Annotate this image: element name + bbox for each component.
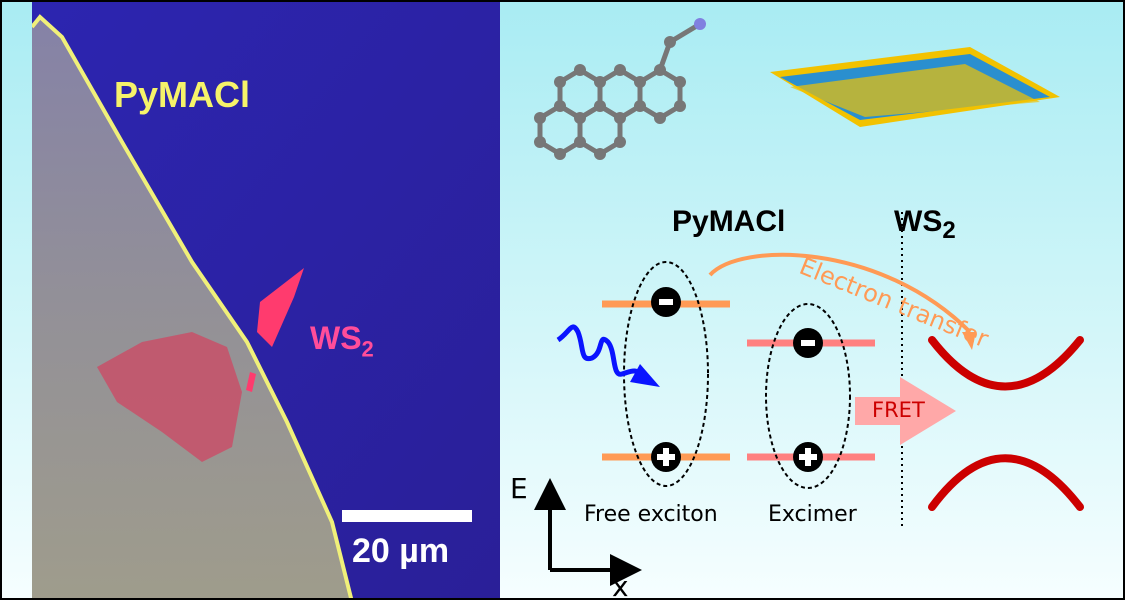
ws2-conduction-band [928,336,1084,391]
hole-icon [793,442,823,472]
pymacl-title: PyMACl [672,205,786,238]
energy-diagram: PyMACl WS2 Electron transfer FRET Free e… [500,2,1123,600]
electron-icon [651,287,681,317]
ws2-label-sub: 2 [361,336,374,362]
photon-arrowhead [630,364,660,387]
free-exciton-label: Free exciton [584,502,718,527]
ws2-title-sub: 2 [942,217,956,244]
electron-icon [793,328,823,358]
ws2-title: WS2 [894,205,956,245]
ws2-flake [257,268,304,347]
electron-transfer-arrow [708,252,972,334]
pymacl-crystal [32,17,351,598]
ws2-region [97,332,242,462]
ws2-valence-band [928,454,1084,511]
fret-arrow [855,377,956,445]
pymacl-molecule [537,21,702,157]
hole-icon [651,442,681,472]
molecule-atoms [534,18,706,160]
crystal-edge [30,14,354,598]
pymacl-label: PyMACl [114,74,251,115]
scale-bar-label: 20 µm [352,532,450,570]
photon-wavy-arrow-icon [556,324,647,379]
ws2-label-text: WS [310,320,362,356]
fret-label: FRET [872,398,925,422]
excimer-ellipse [765,303,851,489]
micrograph-image [30,2,500,598]
energy-axis-label: E [510,472,528,505]
optical-micrograph: PyMACl WS2 20 µm [30,2,500,598]
ws2-label: WS2 [310,320,374,362]
excimer-label: Excimer [768,502,857,527]
diagram-graphics [534,18,1084,586]
position-axis-label: x [612,570,629,600]
ws2-title-text: WS [894,205,943,238]
ws2-lattice [770,47,1060,127]
scale-bar [342,510,472,522]
